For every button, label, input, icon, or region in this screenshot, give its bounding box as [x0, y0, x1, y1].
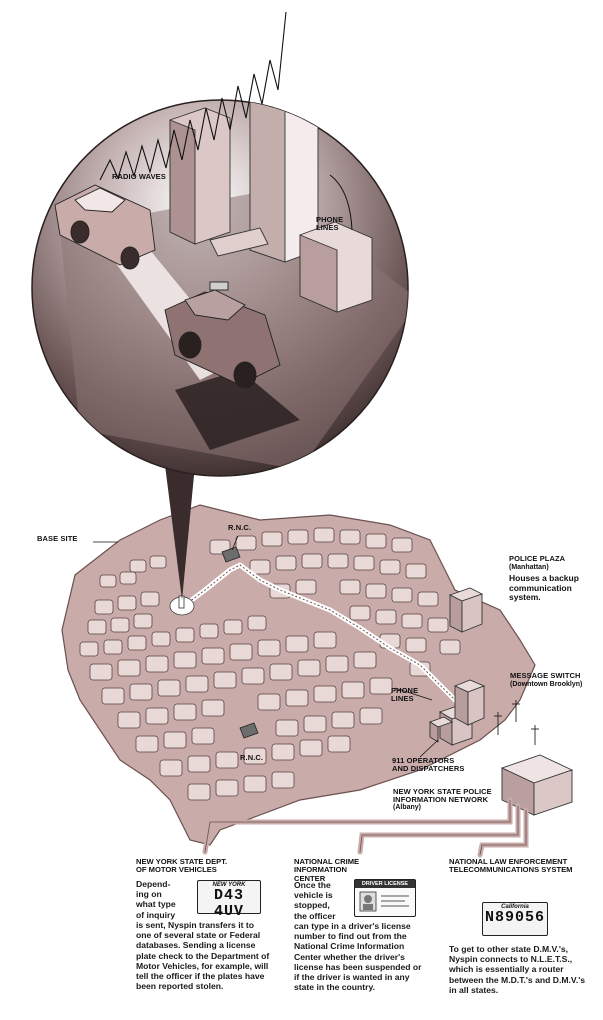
phone-lines-globe-line2: LINES — [316, 223, 339, 232]
rnc-bottom-marker — [239, 722, 259, 739]
phone-lines-globe-line1: PHONE — [316, 215, 344, 224]
california-plate-number: N89056 — [484, 909, 545, 926]
operators-line2: AND DISPATCHERS — [392, 764, 465, 773]
california-license-plate: California N89056 — [482, 902, 548, 936]
message-switch-label: MESSAGE SWITCH — [510, 671, 581, 680]
ncic-text-narrow: Once the vehicle is stopped, the officer — [294, 880, 352, 921]
ncic-text: can type in a driver's license number to… — [294, 921, 422, 993]
police-car-icon — [164, 281, 281, 389]
nyspin-sublabel: (Albany) — [393, 804, 421, 811]
dmv-section-title: NEW YORK STATE DEPT. OF MOTOR VEHICLES — [136, 857, 228, 875]
car-icon — [54, 184, 156, 270]
dmv-text-narrow: Depend- ing on what type of inquiry — [136, 879, 196, 920]
nyspin-line1: NEW YORK STATE POLICE — [393, 787, 492, 796]
dmv-text-line3: what type — [136, 899, 176, 910]
message-switch-sublabel: (Downtown Brooklyn) — [510, 681, 583, 688]
radio-waves — [99, 11, 287, 181]
nyspin-label: NEW YORK STATE POLICE INFORMATION NETWOR… — [393, 788, 492, 804]
new-york-plate-state: NEW YORK — [212, 882, 246, 888]
city-blocks — [79, 527, 461, 801]
dmv-text: is sent, Nyspin transfers it to one of s… — [136, 920, 270, 992]
ncic-title-line1: NATIONAL CRIME — [294, 857, 360, 866]
phone-lines-map-line1: PHONE — [391, 686, 419, 695]
ncic-text-line3: stopped, — [294, 900, 330, 911]
dmv-text-line2: ing on — [136, 889, 162, 900]
ncic-text-line4: the officer — [294, 910, 336, 921]
ncic-title-line2: INFORMATION — [294, 865, 348, 875]
message-switch-building — [428, 679, 486, 746]
police-plaza-label: POLICE PLAZA — [509, 554, 566, 563]
nlets-title-line1: NATIONAL LAW ENFORCEMENT — [449, 857, 568, 866]
california-plate-state: California — [501, 904, 529, 910]
globe-pointer — [165, 465, 195, 600]
ncic-section-title: NATIONAL CRIME INFORMATION CENTER — [294, 857, 360, 883]
new-york-license-plate: NEW YORK D43 4UV — [197, 880, 261, 920]
operators-label: 911 OPERATORS AND DISPATCHERS — [392, 757, 464, 773]
dmv-title-line2: OF MOTOR VEHICLES — [136, 865, 217, 875]
operators-line1: 911 OPERATORS — [392, 756, 455, 765]
driver-license-card: DRIVER LICENSE — [354, 879, 416, 917]
nlets-text: To get to other state D.M.V.'s, Nyspin c… — [449, 944, 586, 995]
dmv-text-line1: Depend- — [136, 879, 171, 889]
ncic-text-line2: vehicle is — [294, 890, 333, 901]
driver-license-title: DRIVER LICENSE — [355, 880, 415, 888]
phone-lines-map-label: PHONE LINES — [391, 687, 418, 703]
rnc-top-label: R.N.C. — [228, 523, 252, 532]
new-york-plate-number: D43 4UV — [213, 887, 244, 920]
dmv-text-line4: of inquiry — [136, 909, 176, 920]
police-plaza-sublabel: (Manhattan) — [509, 564, 549, 571]
phone-lines-map-line2: LINES — [391, 694, 414, 703]
base-site-label: BASE SITE — [37, 534, 78, 543]
radio-waves-label: RADIO WAVES — [112, 172, 166, 181]
dmv-title-line1: NEW YORK STATE DEPT. — [136, 857, 228, 866]
ncic-title-line3: CENTER — [294, 873, 326, 883]
rnc-top-marker — [221, 546, 241, 563]
phone-lines-globe-label: PHONE LINES — [316, 216, 343, 232]
nlets-title-line2: TELECOMMUNICATIONS SYSTEM — [449, 865, 573, 875]
rnc-bottom-label: R.N.C. — [240, 753, 264, 762]
nlets-section-title: NATIONAL LAW ENFORCEMENT TELECOMMUNICATI… — [449, 857, 573, 875]
antennas — [494, 700, 539, 745]
police-plaza-building — [448, 587, 484, 633]
police-plaza-note: Houses a backup communication system. — [509, 573, 579, 602]
nyspin-line2: INFORMATION NETWORK — [393, 795, 489, 804]
driver-photo-icon — [359, 891, 409, 912]
ncic-text-line1: Once the — [294, 880, 331, 890]
